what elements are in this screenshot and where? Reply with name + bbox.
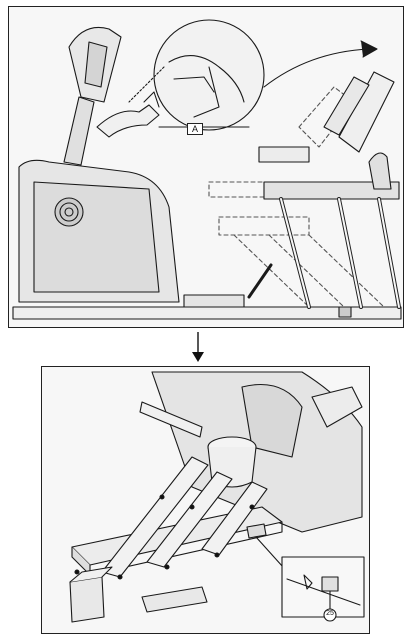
foot-bar [141, 586, 208, 613]
detail-callout [153, 19, 265, 131]
part-number-label: 25 [326, 610, 334, 617]
part-number-circle [323, 608, 337, 622]
top-assembly-drawing [12, 19, 402, 320]
base-rail [12, 306, 402, 320]
leg-rear [201, 481, 268, 556]
seat-frame [263, 181, 400, 200]
top-assembly-panel: A [8, 6, 404, 328]
callout-label: A [187, 123, 203, 135]
handle-bar [139, 401, 203, 438]
console-post [63, 96, 95, 166]
arrow-icon [143, 91, 160, 108]
foot-bracket [69, 576, 105, 623]
leg-middle [146, 471, 233, 568]
bracket-part [246, 523, 267, 539]
bottom-detail-panel: 25 [41, 366, 370, 634]
gas-spring [247, 263, 273, 299]
flywheel-icon [54, 197, 84, 227]
bottom-detail-drawing [69, 371, 365, 623]
rotation-arrow-icon [263, 48, 370, 88]
handlebar [96, 104, 160, 138]
